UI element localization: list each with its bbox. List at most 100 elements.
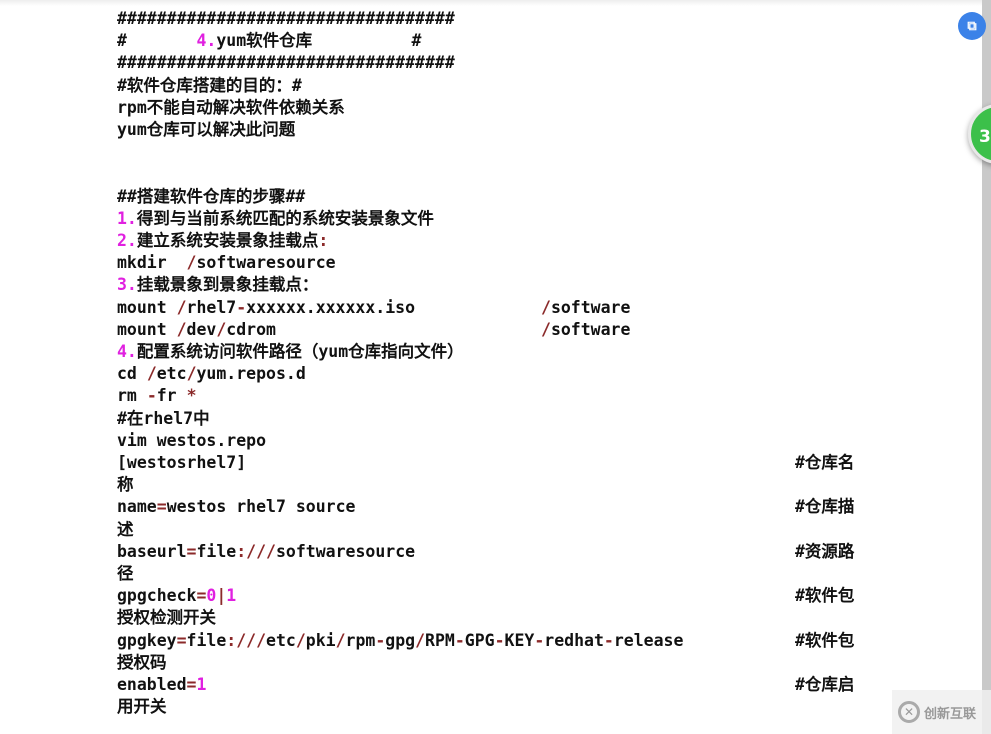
highlight-symbol: -: [603, 630, 614, 650]
text-segment: #资源路: [795, 541, 855, 561]
text-segment: yum软件仓库 #: [216, 31, 422, 51]
text-segment: rpm: [345, 630, 376, 650]
line-comment: #资源路: [795, 541, 854, 563]
text-segment: 配置系统访问软件路径（yum仓库指向文件）: [136, 342, 464, 361]
scrollbar-track[interactable]: [982, 0, 991, 734]
text-line: rm -fr *: [117, 385, 197, 407]
image-translate-button[interactable]: ⧉: [958, 12, 986, 40]
highlight-number: 1.: [117, 208, 137, 228]
line-comment: #软件包: [795, 630, 854, 652]
text-segment: gpgcheck: [117, 586, 197, 606]
text-line: gpgkey=file:///etc/pki/rpm-gpg/RPM-GPG-K…: [117, 630, 854, 652]
text-line: enabled=1#仓库启: [117, 674, 854, 696]
text-line: rpm不能自动解决软件依赖关系: [117, 97, 345, 119]
text-line: 称: [117, 474, 134, 496]
text-segment: #软件包: [795, 630, 855, 650]
text-segment: cdrom: [226, 319, 276, 339]
text-segment: mount: [117, 319, 177, 339]
text-line: 3.挂载景象到景象挂载点：: [117, 274, 318, 296]
text-segment: #: [117, 31, 197, 51]
highlight-symbol: =: [176, 630, 187, 650]
highlight-number: 1: [196, 675, 207, 694]
text-line: mount /dev/cdrom/software: [117, 319, 630, 341]
image-translate-icon: ⧉: [967, 18, 977, 34]
text-line: 2.建立系统安装景象挂载点:: [117, 230, 328, 252]
text-segment: gpg: [385, 630, 416, 650]
text-segment: 称: [117, 475, 134, 495]
highlight-symbol: -: [494, 630, 505, 650]
highlight-number: 1: [226, 586, 237, 606]
text-segment: #仓库描: [795, 497, 855, 517]
text-segment: #软件仓库搭建的目的：#: [117, 75, 302, 95]
text-segment: #在rhel7中: [117, 408, 210, 428]
text-line: [westosrhel7]#仓库名: [117, 452, 854, 474]
text-segment: release: [613, 630, 684, 650]
highlight-number: 4.: [196, 31, 217, 51]
highlight-symbol: |: [216, 586, 227, 606]
line-comment: #仓库名: [795, 452, 854, 474]
green-badge-button[interactable]: 34: [968, 104, 991, 164]
text-line: name=westos rhel7 source#仓库描: [117, 496, 854, 518]
text-segment: ##################################: [117, 53, 455, 73]
text-segment: redhat: [544, 630, 604, 650]
line-comment: #仓库描: [795, 496, 854, 518]
text-segment: fr: [156, 386, 187, 406]
highlight-number: 4.: [117, 342, 137, 361]
watermark: ✕ 创新互联: [892, 690, 991, 734]
text-segment: enabled: [117, 675, 187, 694]
text-segment: #软件包: [795, 586, 855, 606]
text-segment: softwaresource: [275, 541, 416, 561]
text-segment: software: [550, 297, 631, 317]
text-segment: file: [186, 630, 227, 650]
highlight-symbol: /: [541, 297, 551, 317]
top-shadow: [0, 0, 982, 6]
highlight-symbol: /: [335, 630, 346, 650]
highlight-symbol: :///: [236, 541, 276, 561]
text-segment: etc: [156, 364, 187, 384]
text-segment: name: [117, 497, 157, 517]
text-segment: #仓库名: [795, 453, 855, 472]
mount-target: /software: [541, 297, 630, 319]
line-comment: #仓库启: [795, 674, 854, 696]
highlight-symbol: =: [196, 586, 207, 606]
text-line: #在rhel7中: [117, 408, 210, 430]
text-segment: dev: [186, 319, 217, 339]
highlight-symbol: -: [454, 630, 465, 650]
watermark-text: 创新互联: [924, 706, 977, 722]
text-segment: 用开关: [117, 697, 167, 717]
mount-target: /software: [541, 319, 630, 341]
text-line: ##################################: [117, 8, 455, 30]
highlight-symbol: :///: [226, 630, 267, 650]
highlight-symbol: -: [375, 630, 386, 650]
highlight-symbol: /: [295, 630, 306, 650]
watermark-logo-icon: ✕: [898, 701, 920, 723]
highlight-number: 2.: [117, 231, 137, 250]
text-segment: rhel7: [186, 297, 237, 317]
badge-count: 34: [979, 127, 991, 147]
line-comment: #软件包: [795, 585, 854, 607]
text-segment: GPG: [464, 630, 495, 650]
highlight-symbol: -: [236, 297, 247, 317]
highlight-number: 0: [206, 586, 217, 606]
text-line: yum仓库可以解决此问题: [117, 119, 295, 141]
text-segment: RPM: [425, 630, 455, 650]
text-segment: rm: [117, 386, 147, 406]
text-segment: baseurl: [117, 541, 187, 561]
text-segment: rpm不能自动解决软件依赖关系: [117, 97, 345, 117]
text-line: 授权码: [117, 652, 167, 674]
highlight-number: 3.: [117, 275, 137, 295]
highlight-symbol: *: [186, 386, 197, 406]
text-segment: yum仓库可以解决此问题: [117, 120, 296, 139]
text-segment: software: [550, 319, 631, 339]
text-line: vim westos.repo: [117, 430, 266, 452]
highlight-symbol: /: [146, 364, 157, 384]
text-segment: mkdir: [117, 253, 187, 273]
text-line: mount /rhel7-xxxxxx.xxxxxx.iso/software: [117, 297, 630, 319]
highlight-symbol: /: [415, 630, 426, 650]
text-line: 授权检测开关: [117, 607, 216, 629]
text-segment: 挂载景象到景象挂载点：: [136, 275, 319, 295]
text-line: 4.配置系统访问软件路径（yum仓库指向文件）: [117, 341, 464, 363]
highlight-symbol: :: [318, 231, 329, 250]
text-line: 述: [117, 519, 134, 541]
